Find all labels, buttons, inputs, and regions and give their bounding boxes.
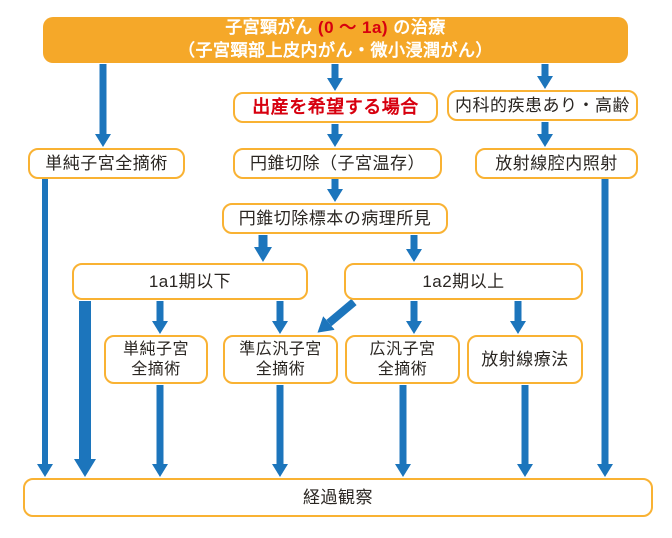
node-radiotherapy: 放射線療法 — [467, 335, 583, 384]
node-follow-up-observation: 経過観察 — [23, 478, 653, 517]
node-simple-total-hysterectomy-left: 単純子宮全摘術 — [28, 148, 185, 179]
title-banner: 子宮頸がん (0 ～ 1a) の治療 （子宮頸部上皮内がん・微小浸潤がん） — [43, 17, 628, 63]
node-conization-pathology-findings: 円錐切除標本の病理所見 — [222, 203, 448, 234]
node-birth-wish: 出産を希望する場合 — [233, 92, 438, 123]
node-simple-total-hysterectomy: 単純子宮 全摘術 — [104, 335, 208, 384]
arrow-1a2-to-semi-radical-diagonal — [317, 298, 357, 333]
banner-title: 子宮頸がん (0 ～ 1a) の治療 — [225, 17, 446, 40]
node-intracavitary-radiation: 放射線腔内照射 — [475, 148, 638, 179]
node-semi-radical-hysterectomy: 準広汎子宮 全摘術 — [223, 335, 338, 384]
banner-title-suffix: の治療 — [388, 18, 446, 38]
banner-subtitle: （子宮頸部上皮内がん・微小浸潤がん） — [178, 41, 493, 60]
node-medical-disease-elderly: 内科的疾患あり・高齢 — [447, 90, 638, 121]
node-radical-hysterectomy: 広汎子宮 全摘術 — [345, 335, 460, 384]
node-conization-uterus-preserved: 円錐切除（子宮温存） — [233, 148, 442, 179]
node-stage-1a2-or-above: 1a2期以上 — [344, 263, 583, 300]
banner-title-stage-range: (0 ～ 1a) — [317, 18, 389, 38]
banner-title-prefix: 子宮頸がん — [225, 18, 318, 38]
node-stage-1a1-or-below: 1a1期以下 — [72, 263, 308, 300]
